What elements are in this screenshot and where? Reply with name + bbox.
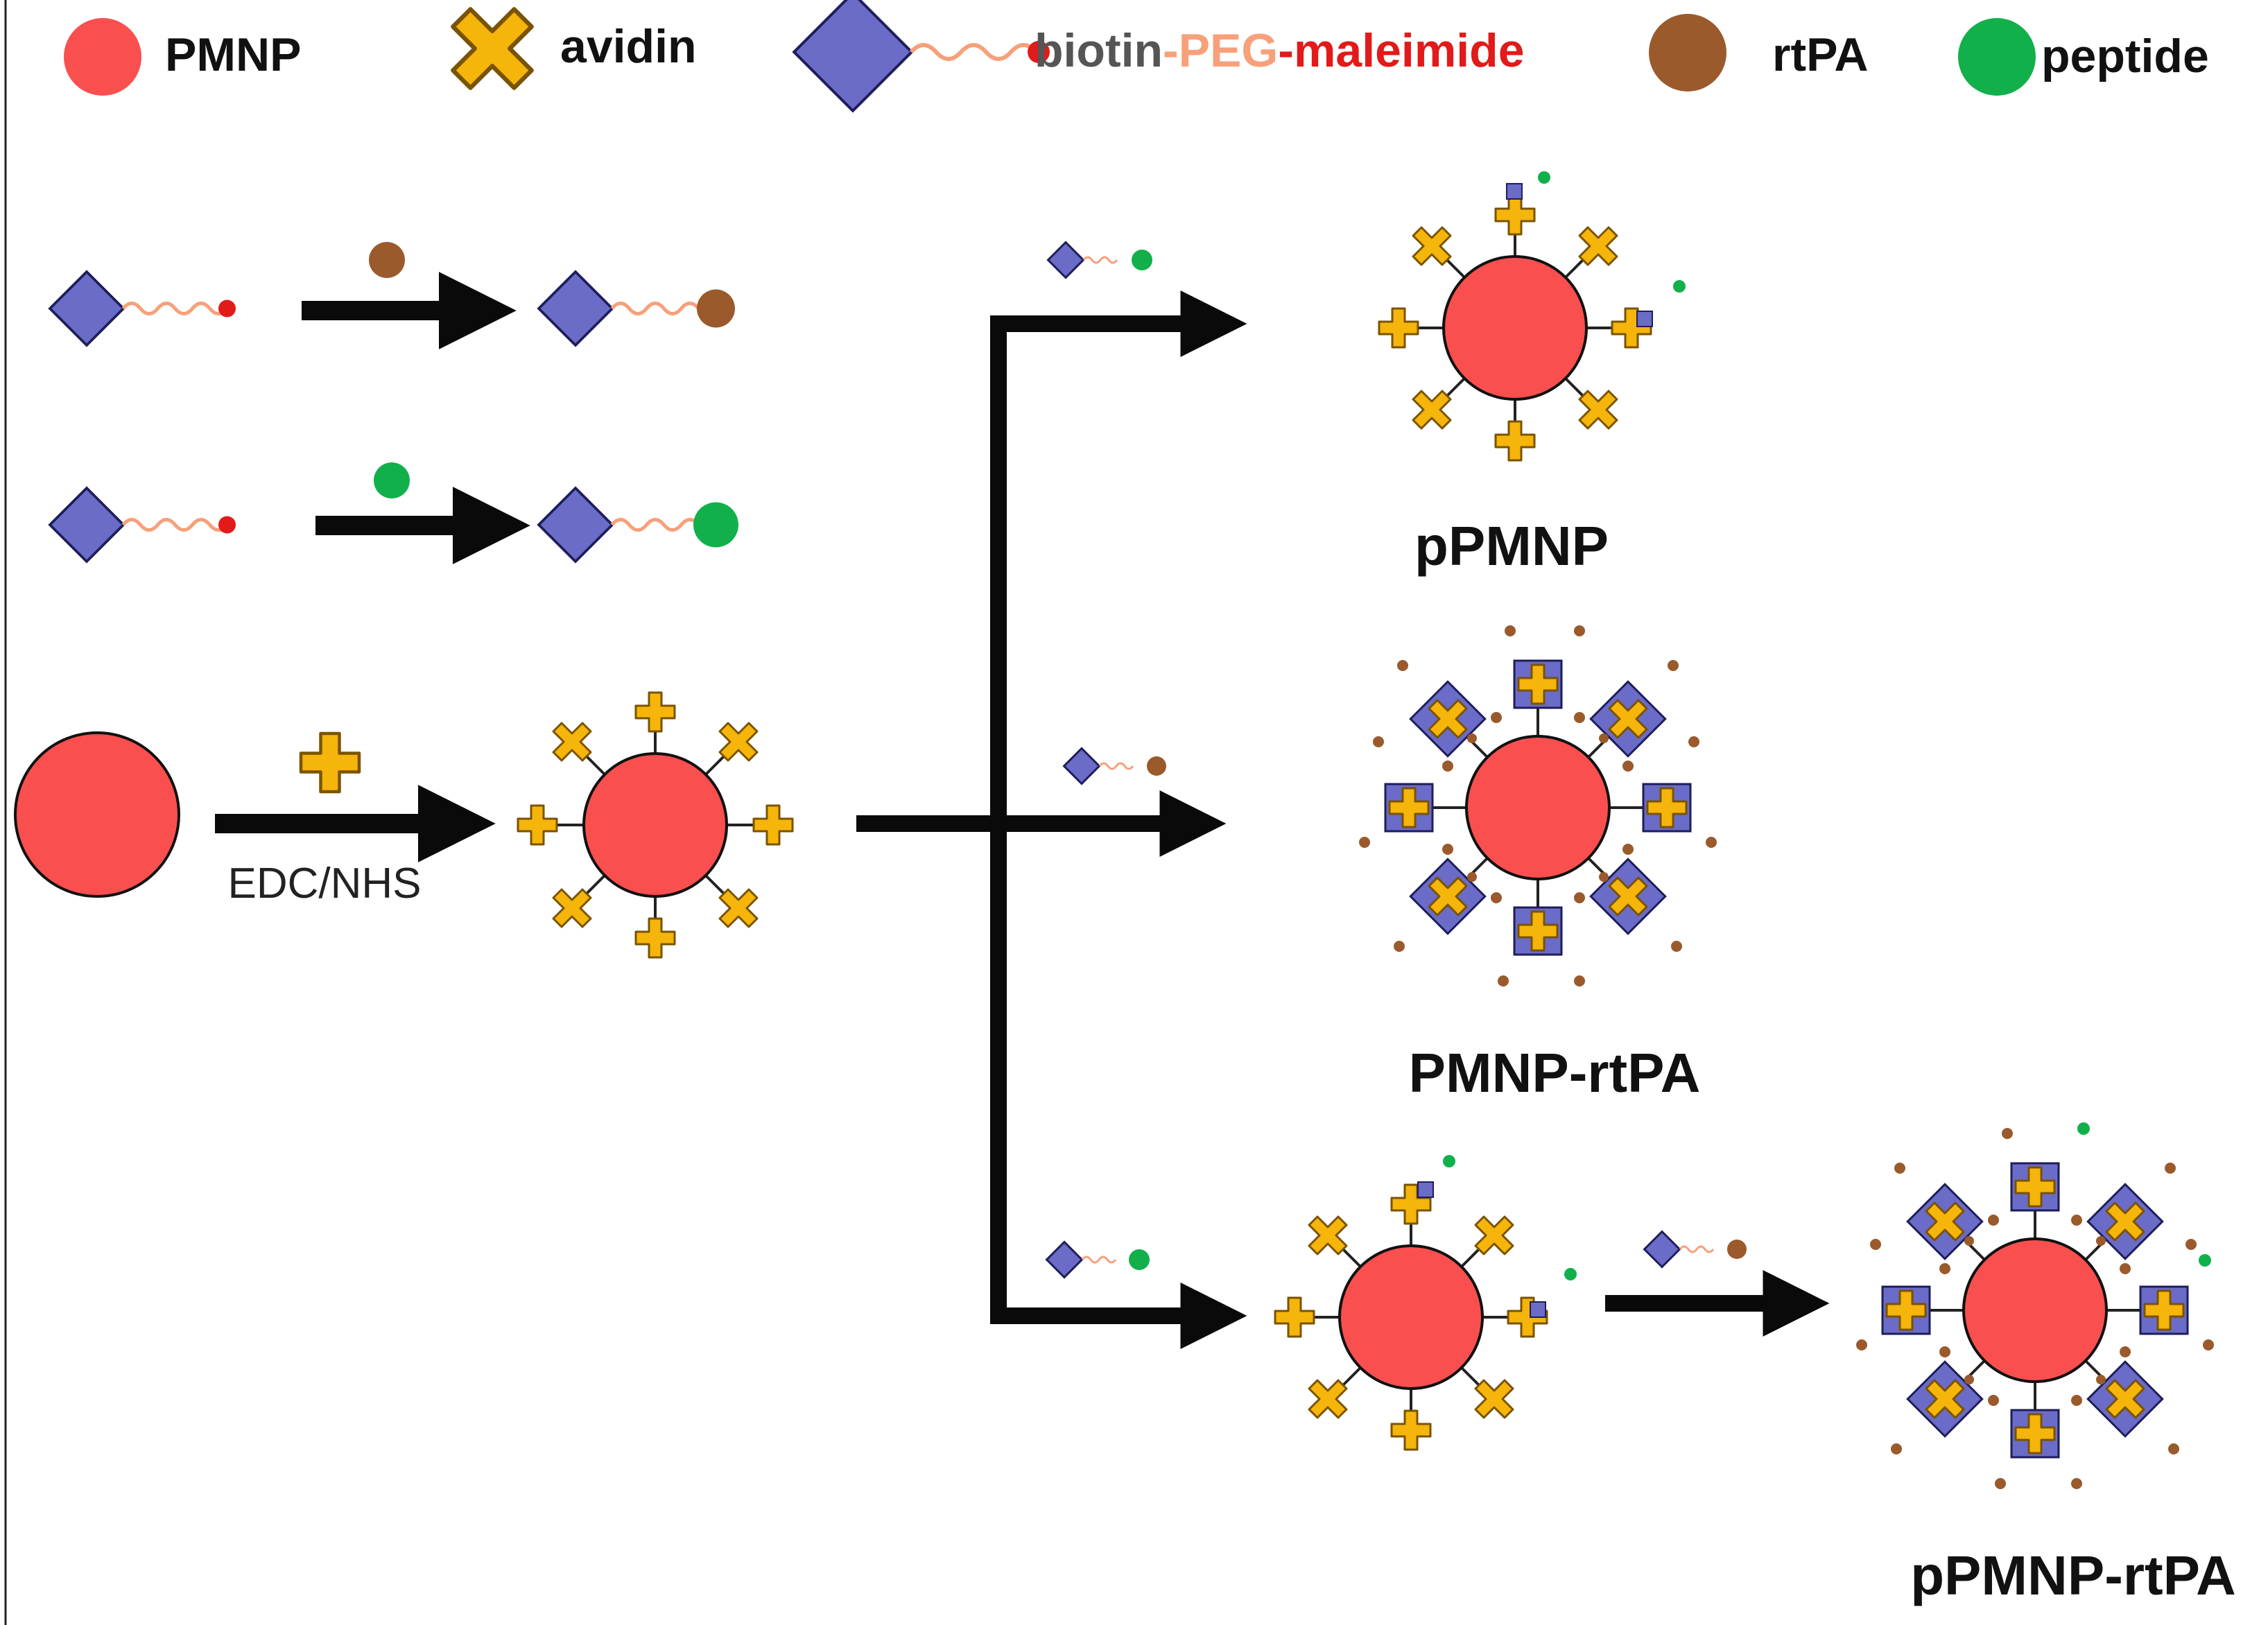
pmnp-rtpa-label: PMNP-rtPA	[1409, 1042, 1701, 1104]
reaction-linker-rtpa	[50, 242, 735, 349]
linker-maleimide-1	[50, 272, 236, 345]
reagent-avidin	[301, 733, 359, 792]
intermediate-ppmnp-particle	[1274, 1155, 1577, 1451]
legend-pmnp-label: PMNP	[165, 28, 301, 81]
linker-maleimide-2	[50, 488, 236, 562]
linker-peptide-product	[539, 488, 738, 562]
ppmnp-rtpa-particle	[1856, 1122, 2214, 1489]
legend-rtpa-icon	[1649, 14, 1726, 92]
reagent-peptide-1	[374, 462, 410, 498]
branch-reagent-rtpa-2	[1643, 1231, 1747, 1268]
legend-rtpa-label: rtPA	[1772, 28, 1869, 81]
legend-avidin-label: avidin	[560, 20, 697, 73]
legend-maleimide-text: -maleimide	[1278, 24, 1524, 77]
reaction-avidin-coupling: EDC/NHS	[14, 691, 794, 959]
edc-nhs-label: EDC/NHS	[227, 860, 421, 907]
branch-reagent-rtpa	[1063, 747, 1166, 785]
legend: PMNP avidin biotin-PEG-maleimide rtPA pe…	[64, 0, 2209, 113]
legend-peg-text: -PEG	[1163, 24, 1278, 77]
reagent-rtpa-1	[369, 242, 405, 278]
legend-biotin-peg-maleimide-label: biotin-PEG-maleimide	[1035, 24, 1525, 77]
branch-reagent-peptide-2	[1046, 1241, 1150, 1278]
legend-pmnp-icon	[64, 18, 141, 96]
linker-rtpa-product	[539, 272, 735, 345]
avidin-pmnp	[517, 691, 794, 959]
ppmnp-label: pPMNP	[1414, 515, 1609, 577]
reaction-linker-peptide	[50, 462, 738, 564]
ppmnp-rtpa-label: pPMNP-rtPA	[1910, 1545, 2236, 1606]
legend-avidin-icon	[453, 9, 531, 87]
bare-pmnp	[14, 731, 180, 898]
legend-biotin-peg-maleimide-icon	[792, 0, 1050, 113]
legend-peptide-icon	[1958, 18, 2036, 96]
pmnp-rtpa-particle	[1359, 625, 1717, 987]
legend-biotin-text: biotin	[1035, 24, 1163, 77]
branch-reagent-peptide-1	[1047, 241, 1152, 279]
ppmnp-particle	[1378, 171, 1686, 462]
branch-arrows	[856, 290, 1830, 1349]
legend-peptide-label: peptide	[2041, 30, 2209, 82]
